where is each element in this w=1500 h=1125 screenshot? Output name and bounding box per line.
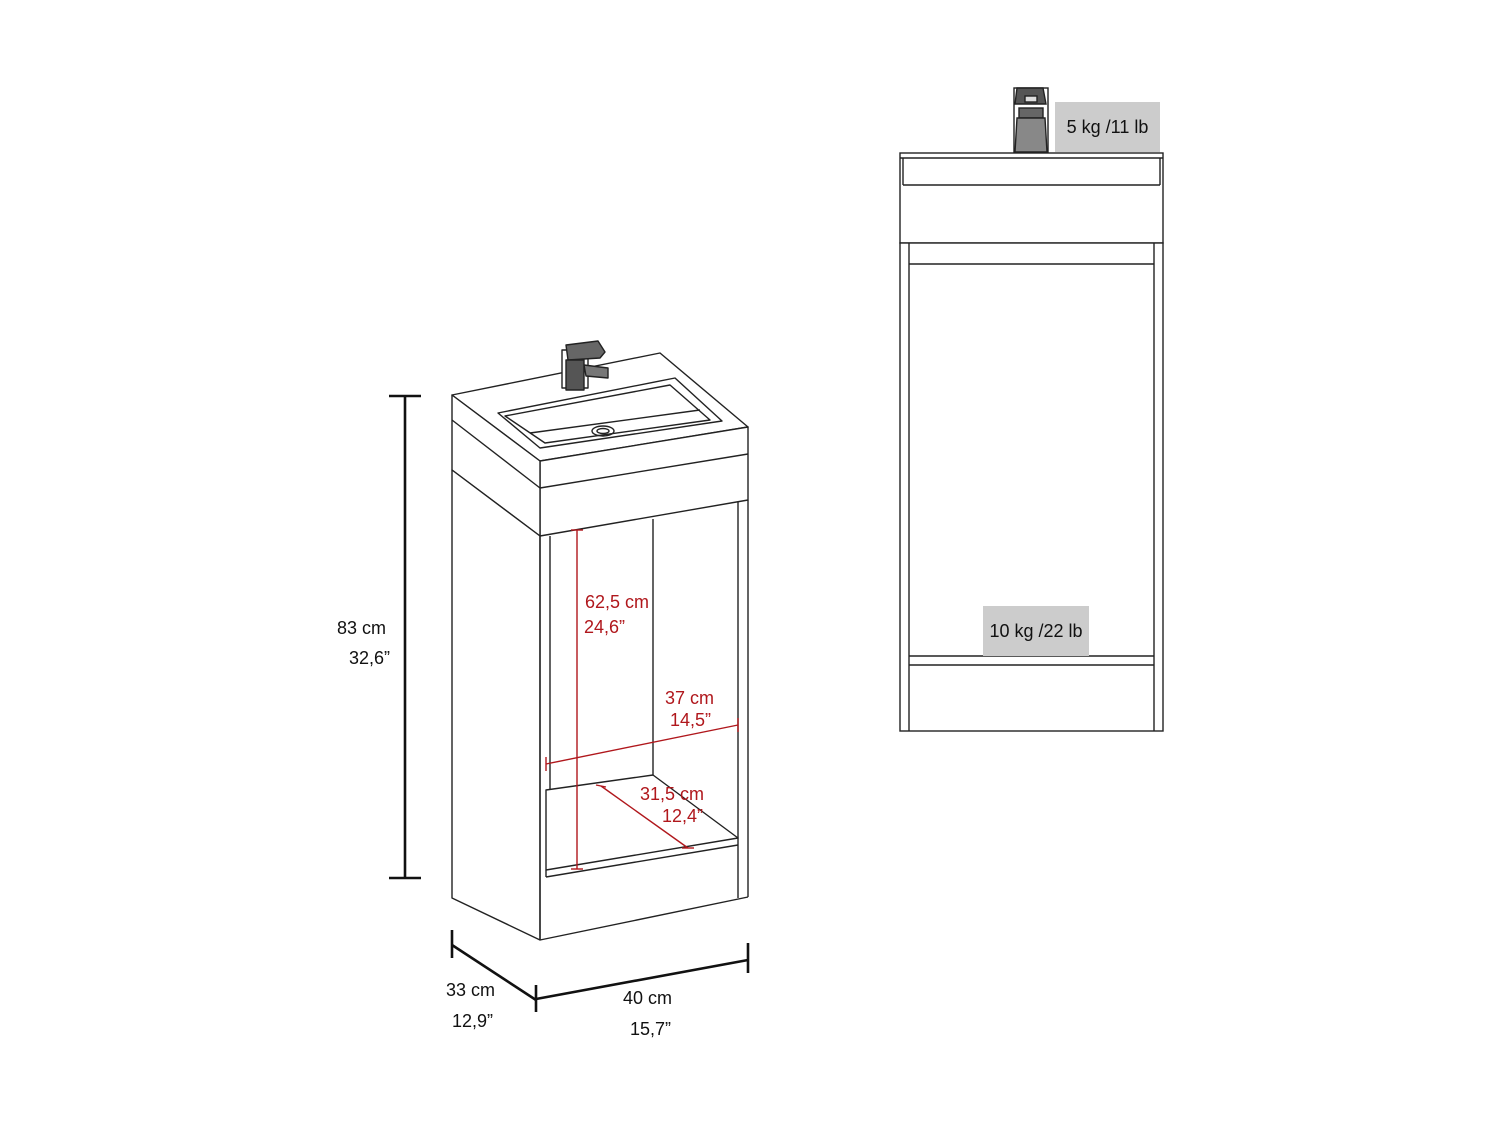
inner-width-metric-label: 37 cm: [665, 688, 715, 708]
shelf-load-tag: 10 kg /22 lb: [983, 606, 1089, 656]
top-load-label: 5 kg /11 lb: [1066, 116, 1149, 137]
bottom-shelf: [545, 774, 739, 871]
shelf-load-label: 10 kg /22 lb: [989, 620, 1083, 641]
inner-depth-imperial-label: 12,4”: [662, 806, 704, 826]
front-top: [899, 152, 1164, 244]
depth-imperial-label: 12,9”: [452, 1011, 494, 1031]
faucet-icon: [561, 340, 609, 391]
drain-icon: [591, 425, 615, 437]
top-load-tag: 5 kg /11 lb: [1055, 102, 1160, 152]
depth-metric-label: 33 cm: [446, 980, 496, 1000]
outer-dimensions: [389, 394, 750, 1012]
countertop-edge: [451, 419, 541, 489]
height-imperial-label: 32,6”: [349, 648, 391, 668]
faucet-front-icon: [1013, 87, 1049, 153]
basin-inner: [504, 384, 711, 444]
inner-height-metric-label: 62,5 cm: [585, 592, 650, 612]
front-body: [899, 242, 1164, 732]
vanity-isometric: [451, 340, 749, 941]
inner-height-imperial-label: 24,6”: [584, 617, 626, 637]
inner-width-imperial-label: 14,5”: [670, 710, 712, 730]
width-metric-label: 40 cm: [623, 988, 673, 1008]
height-metric-label: 83 cm: [337, 618, 387, 638]
inner-depth-line: [600, 785, 689, 849]
width-imperial-label: 15,7”: [630, 1019, 672, 1039]
width-line: [535, 958, 749, 1001]
inner-width-line: [545, 724, 739, 765]
inner-depth-metric-label: 31,5 cm: [640, 784, 705, 804]
inner-dimensions: [545, 529, 739, 870]
cabinet-side: [451, 469, 541, 941]
depth-line: [451, 943, 537, 1002]
basin-outer: [497, 377, 723, 449]
